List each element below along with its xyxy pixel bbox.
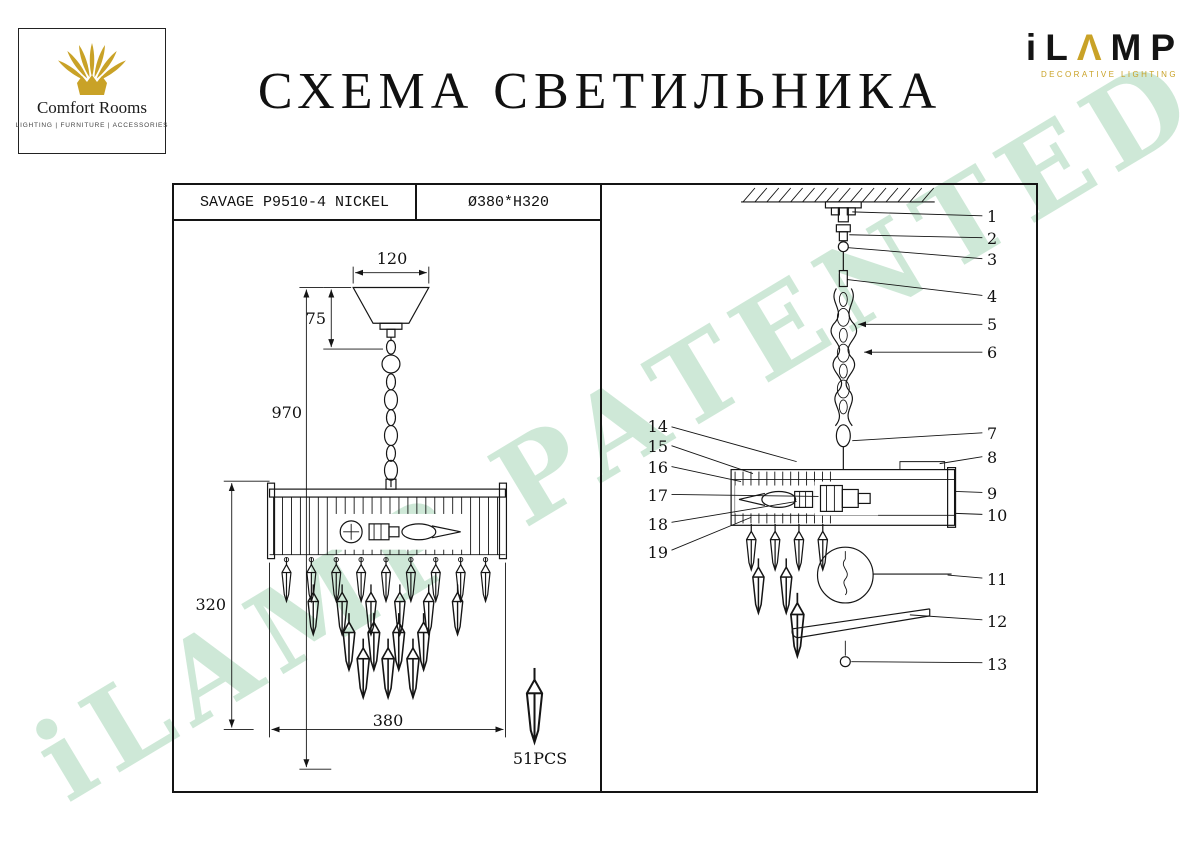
part-number-6: 6: [987, 343, 998, 362]
comfort-rooms-name: Comfort Rooms: [36, 98, 148, 117]
left-panel: SAVAGE P9510-4 NICKEL Ø380*H320: [174, 185, 602, 791]
part-number-2: 2: [987, 229, 998, 248]
ilamp-subtitle: DECORATIVE LIGHTING: [1040, 69, 1178, 79]
model-label: SAVAGE P9510-4 NICKEL: [174, 185, 417, 219]
part-number-11: 11: [987, 570, 1008, 589]
ilamp-word-pre: iL: [1025, 27, 1077, 68]
part-number-4: 4: [987, 287, 998, 306]
comfort-rooms-logo-box: Comfort Rooms LIGHTING | FURNITURE | ACC…: [15, 28, 169, 154]
size-label: Ø380*H320: [467, 193, 549, 211]
right-panel: 1 2 3 4 5 6 7 8 9 10 11 12 13 14 15 16 1…: [602, 185, 1036, 791]
dim-top-width: 120: [376, 249, 408, 268]
page-title: СХЕМА СВЕТИЛЬНИКА: [257, 63, 943, 120]
part-number-5: 5: [987, 315, 998, 334]
crystal-count-label: 51PCS: [512, 749, 568, 768]
part-number-17: 17: [647, 486, 668, 505]
comfort-rooms-plume-icon: [58, 43, 126, 95]
exploded-parts-drawing: [671, 187, 983, 668]
part-number-8: 8: [987, 448, 998, 467]
part-number-14: 14: [647, 417, 668, 436]
chandelier-dimension-drawing: [223, 266, 544, 770]
part-number-15: 15: [647, 437, 668, 456]
dimension-drawing-area: 120 75 970 320 380 51PCS: [174, 221, 600, 791]
ilamp-gold-a: Λ: [1076, 27, 1111, 68]
part-number-3: 3: [987, 250, 998, 269]
part-number-1: 1: [987, 207, 998, 226]
part-number-16: 16: [647, 458, 668, 477]
ilamp-logo: iLΛMP DECORATIVE LIGHTING: [1025, 27, 1184, 79]
diagram-box: SAVAGE P9510-4 NICKEL Ø380*H320: [172, 183, 1038, 793]
dim-body-width: 380: [372, 711, 404, 730]
comfort-rooms-tagline: LIGHTING | FURNITURE | ACCESSORIES: [15, 122, 169, 129]
part-number-10: 10: [987, 506, 1008, 525]
ilamp-word-post: MP: [1110, 27, 1184, 68]
dim-overall-height: 970: [271, 403, 302, 422]
dim-body-height: 320: [195, 595, 226, 614]
part-number-19: 19: [647, 543, 668, 562]
part-number-7: 7: [987, 424, 998, 443]
part-number-18: 18: [647, 515, 668, 534]
ilamp-wordmark: iLΛMP: [1025, 27, 1184, 69]
part-number-12: 12: [987, 612, 1008, 631]
part-number-9: 9: [987, 484, 998, 503]
dim-canopy-height: 75: [305, 309, 326, 328]
part-number-13: 13: [987, 655, 1008, 674]
left-panel-header: SAVAGE P9510-4 NICKEL Ø380*H320: [174, 185, 600, 221]
